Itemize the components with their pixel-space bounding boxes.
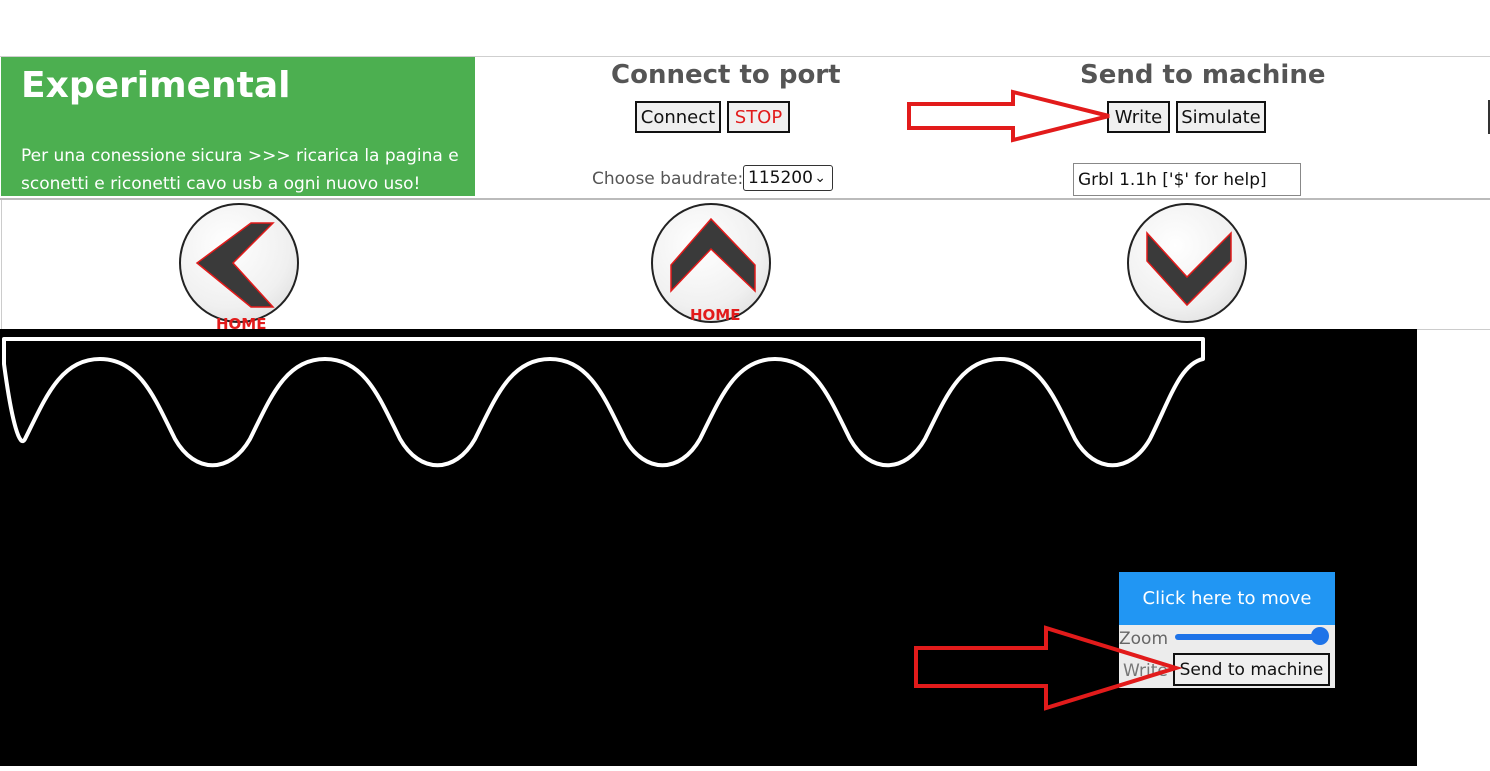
annotation-arrow-icon [907, 89, 1110, 143]
jog-left-home-button[interactable]: HOME [179, 203, 299, 333]
annotation-arrow-icon [914, 625, 1183, 711]
simulate-button[interactable]: Simulate [1176, 101, 1266, 133]
chevron-up-icon [670, 217, 756, 293]
banner-title: Experimental [21, 65, 291, 106]
top-divider [0, 56, 1490, 57]
zoom-label: Zoom [1119, 629, 1169, 649]
jog-down-button[interactable] [1127, 203, 1247, 323]
jog-controls: HOME HOME [1, 200, 1490, 333]
header-divider [0, 198, 1490, 200]
move-panel-handle[interactable]: Click here to move [1119, 572, 1335, 625]
stop-button[interactable]: STOP [727, 101, 790, 133]
zoom-slider[interactable] [1175, 634, 1327, 640]
jog-up-home-button[interactable]: HOME [651, 203, 771, 324]
chevron-down-icon: ⌄ [814, 170, 826, 186]
connect-title: Connect to port [611, 60, 841, 90]
jog-left-home-label: HOME [216, 315, 267, 333]
write-button[interactable]: Write [1107, 101, 1170, 133]
banner-message: Per una conessione sicura >>> ricarica l… [21, 146, 459, 194]
toolpath-preview [2, 337, 1205, 468]
chevron-left-icon [195, 222, 275, 308]
jog-up-home-label: HOME [690, 306, 741, 324]
toolpath-canvas[interactable] [0, 329, 1417, 766]
baudrate-select[interactable]: 115200 ⌄ [743, 165, 833, 191]
baudrate-label: Choose baudrate: [592, 169, 744, 189]
chevron-down-icon [1146, 231, 1232, 307]
floating-panel: Click here to move Zoom Write Send to ma… [1119, 572, 1335, 688]
baudrate-value: 115200 [748, 168, 813, 188]
zoom-slider-thumb[interactable] [1311, 627, 1329, 645]
status-field[interactable]: Grbl 1.1h ['$' for help] [1073, 163, 1301, 196]
send-to-machine-button[interactable]: Send to machine [1173, 653, 1330, 686]
send-to-machine-title: Send to machine [1080, 60, 1326, 90]
scroll-edge [1488, 100, 1490, 134]
connect-button[interactable]: Connect [635, 101, 721, 133]
experimental-banner: Experimental Per una conessione sicura >… [1, 57, 475, 196]
